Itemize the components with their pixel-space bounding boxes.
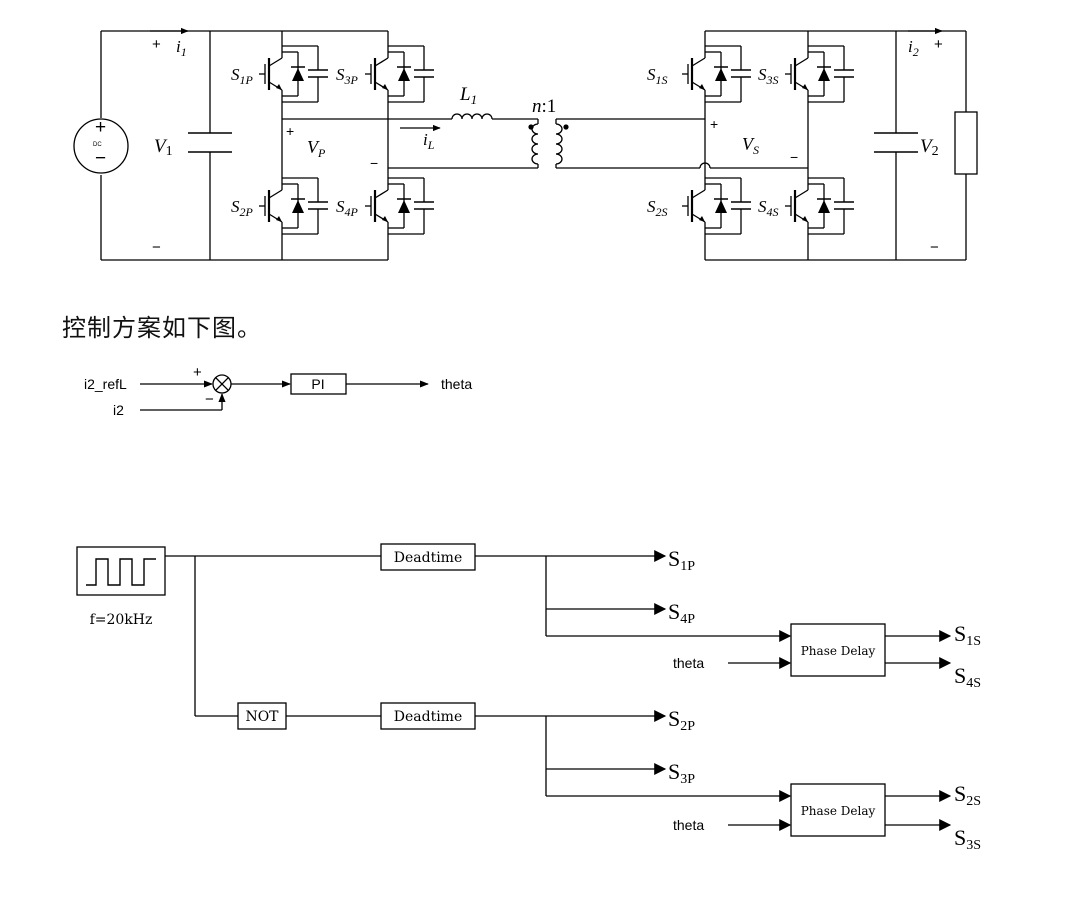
not-label: NOT — [245, 709, 279, 725]
out-s3p: S3P — [668, 759, 695, 787]
out-s3s: S3S — [954, 825, 981, 853]
i2-minus: − — [930, 239, 939, 256]
label-s3p: S3P — [336, 65, 359, 87]
freq-label: f=20kHz — [90, 612, 153, 628]
label-s3s: S3S — [758, 65, 779, 87]
out-s4p: S4P — [668, 599, 695, 627]
transformer-primary — [531, 123, 539, 165]
not-block — [237, 702, 287, 730]
i2-label: i2 — [908, 37, 919, 59]
transformer-secondary — [555, 123, 563, 165]
out-s4s: S4S — [954, 663, 981, 691]
v1-label: V1 — [154, 136, 173, 159]
sum-plus: + — [193, 364, 202, 381]
pulse-generator-block — [76, 546, 166, 596]
label-s1s: S1S — [647, 65, 668, 87]
vp-minus: − — [370, 155, 378, 171]
vs-label: VS — [742, 134, 759, 157]
i1-minus: − — [152, 239, 161, 256]
phase-delay-label-bottom: Phase Delay — [801, 804, 876, 818]
inductor-l1 — [451, 113, 493, 120]
caption-text: 控制方案如下图。 — [62, 314, 262, 342]
igbt-s1s — [680, 42, 753, 106]
label-s2p: S2P — [231, 197, 254, 219]
ref-label: i2_refL — [84, 376, 127, 392]
igbt-s1p — [257, 42, 330, 106]
load-resistor — [954, 111, 978, 175]
theta-input-top: theta — [673, 655, 704, 671]
control-loop: i2_refL i2 + − PI theta — [84, 364, 472, 418]
igbt-s3s — [783, 42, 856, 106]
fb-label: i2 — [113, 402, 124, 418]
i2-plus: + — [934, 36, 943, 53]
igbt-s4p — [363, 174, 436, 238]
il-label: iL — [423, 130, 435, 152]
pi-label: PI — [311, 376, 324, 392]
theta-output-label: theta — [441, 376, 472, 392]
i1-label: i1 — [176, 37, 187, 59]
source-plus: + — [95, 117, 106, 138]
vs-plus: + — [710, 116, 718, 132]
dc-source-label: DC — [93, 142, 102, 148]
vs-minus: − — [790, 149, 798, 165]
out-s2s: S2S — [954, 781, 981, 809]
deadtime-block-bottom — [380, 702, 476, 730]
power-circuit: DC + − + − i1 V1 S1P S3P S2P S4P + − VP … — [73, 27, 978, 261]
out-s1s: S1S — [954, 621, 981, 649]
label-s2s: S2S — [647, 197, 668, 219]
igbt-s2s — [680, 174, 753, 238]
theta-input-bottom: theta — [673, 817, 704, 833]
deadtime-label-top: Deadtime — [394, 550, 462, 566]
turns-ratio: n:1 — [532, 96, 556, 117]
igbt-s4s — [783, 174, 856, 238]
label-s4s: S4S — [758, 197, 779, 219]
out-s2p: S2P — [668, 706, 695, 734]
l1-label: L1 — [459, 84, 477, 107]
phase-delay-block-top — [790, 623, 886, 677]
v2-label: V2 — [920, 136, 939, 159]
vp-label: VP — [307, 137, 326, 160]
sum-minus: − — [205, 391, 214, 408]
phase-delay-label-top: Phase Delay — [801, 644, 876, 658]
i1-plus: + — [152, 36, 161, 53]
deadtime-label-bottom: Deadtime — [394, 709, 462, 725]
dc-source-icon — [73, 118, 129, 174]
vp-plus: + — [286, 123, 294, 139]
source-minus: − — [95, 148, 106, 169]
igbt-s3p — [363, 42, 436, 106]
deadtime-block-top — [380, 543, 476, 571]
out-s1p: S1P — [668, 546, 695, 574]
label-s4p: S4P — [336, 197, 359, 219]
phase-delay-block-bottom — [790, 783, 886, 837]
pwm-diagram: f=20kHz Deadtime Phase Delay theta NOT D… — [76, 543, 981, 853]
label-s1p: S1P — [231, 65, 254, 87]
igbt-s2p — [257, 174, 330, 238]
